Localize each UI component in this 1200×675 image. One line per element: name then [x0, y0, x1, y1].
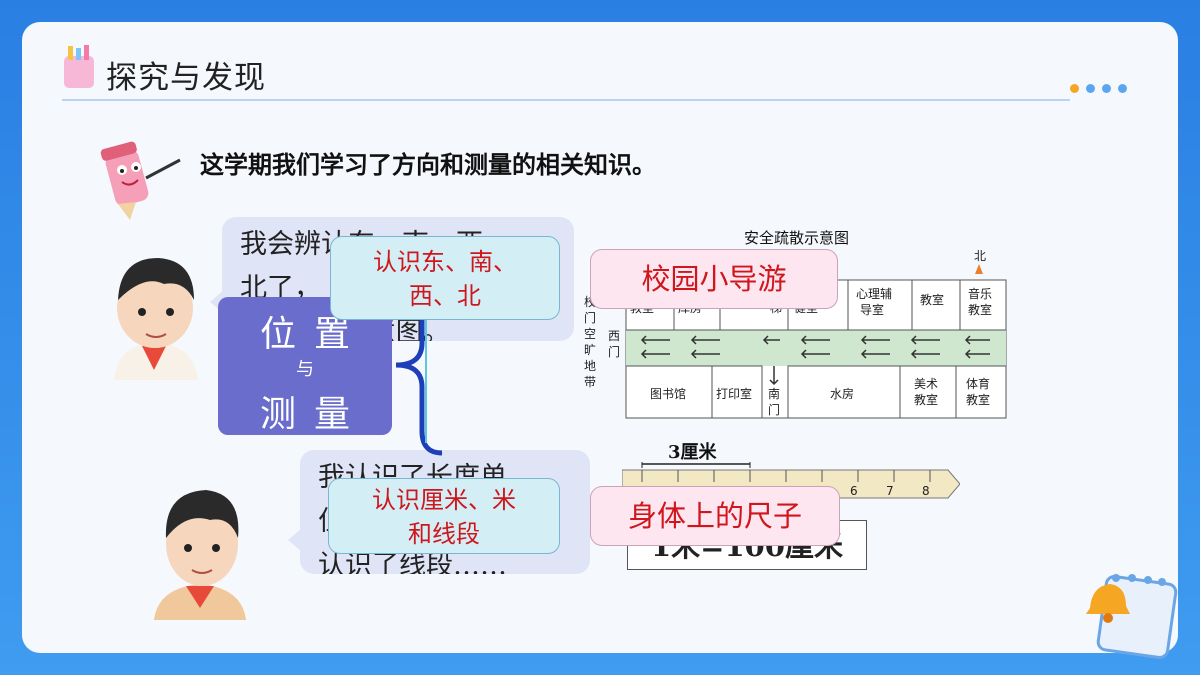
label-line: 认识厘米、米: [372, 486, 516, 514]
title-divider: [62, 99, 1070, 101]
room-label: 心理辅: [856, 287, 892, 301]
label-units: 认识厘米、米 和线段: [328, 478, 560, 554]
topic-box: 位置 与 测量: [218, 297, 392, 435]
south-gate-label: 南: [768, 386, 780, 401]
gate-area-label: 门: [584, 310, 596, 325]
room-label: 图书馆: [650, 386, 686, 401]
west-gate-label: 西: [608, 329, 620, 343]
topic-line-position: 位置: [259, 314, 368, 355]
decor-dots: [1070, 84, 1127, 93]
page-title: 探究与发现: [106, 60, 266, 96]
ruler-tick: 6: [850, 484, 858, 498]
west-gate-label: 门: [608, 344, 620, 359]
topic-line-and: 与: [296, 359, 314, 380]
room-label: 音乐: [968, 286, 992, 301]
room-label: 教室: [966, 392, 990, 407]
bubble-line: 认识了线段……: [318, 550, 507, 574]
gate-area-label: 旷: [584, 343, 596, 357]
room-label: 导室: [860, 302, 884, 317]
room-label: 水房: [830, 386, 854, 401]
boy-avatar: [114, 258, 198, 380]
room-label: 教室: [968, 302, 992, 317]
bubble-tail: [288, 528, 302, 552]
room-label: 美术: [914, 377, 938, 391]
label-directions: 认识东、南、 西、北: [330, 236, 560, 320]
gate-area-label: 空: [584, 327, 596, 341]
room-label: 打印室: [716, 386, 752, 401]
label-line: 和线段: [408, 520, 480, 548]
south-gate-label: 门: [768, 402, 780, 417]
pencil-mascot-icon: [100, 141, 181, 220]
ruler-length-label: 3厘米: [668, 442, 717, 463]
gate-area-label: 地: [584, 359, 596, 373]
label-campus-guide: 校园小导游: [590, 249, 838, 309]
map-title: 安全疏散示意图: [744, 229, 850, 247]
room-label: 教室: [914, 392, 938, 407]
label-body-ruler: 身体上的尺子: [590, 486, 840, 546]
gate-area-label: 带: [584, 375, 596, 389]
pencil-cup-icon: [64, 45, 94, 88]
ruler-tick: 8: [922, 484, 930, 498]
dot: [1118, 84, 1127, 93]
dot: [1102, 84, 1111, 93]
bell-icon: [1086, 574, 1178, 659]
label-line: 西、北: [409, 282, 481, 310]
room-label: 体育: [966, 376, 990, 391]
dot: [1086, 84, 1095, 93]
room-label: 教室: [920, 292, 944, 307]
north-label: 北: [974, 249, 986, 263]
ruler-tick: 7: [886, 484, 894, 498]
label-line: 认识东、南、: [373, 248, 517, 276]
intro-text: 这学期我们学习了方向和测量的相关知识。: [200, 150, 656, 179]
topic-line-measure: 测量: [259, 394, 368, 435]
boy-avatar: [154, 490, 246, 620]
dot: [1070, 84, 1079, 93]
